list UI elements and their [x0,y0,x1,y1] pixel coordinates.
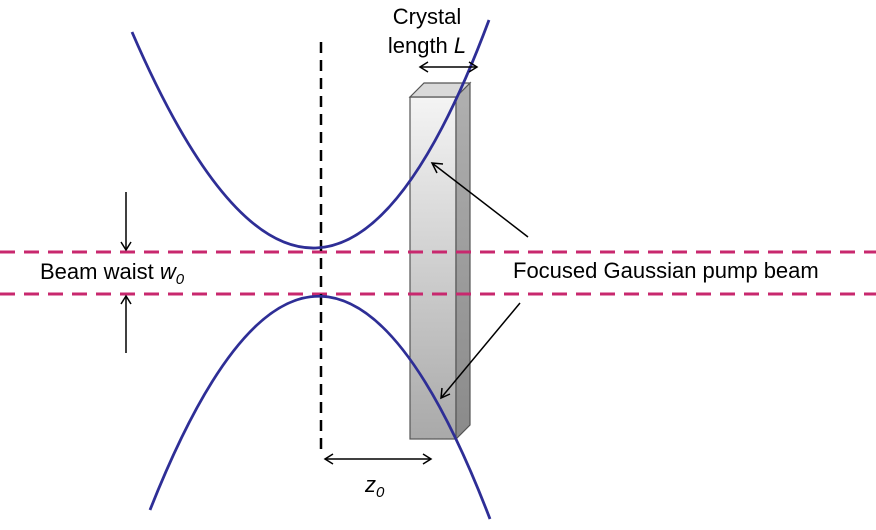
waist-bottom-arrow [120,294,132,353]
crystal-length-symbol: L [453,33,467,58]
z0-label: z0 [365,472,384,506]
focused-beam-label: Focused Gaussian pump beam [513,258,819,283]
crystal-top-face [408,82,472,98]
beam-curve-upper [130,19,491,250]
beam-waist-prefix: Beam waist [40,259,160,284]
pointer-arrow-upper [430,162,529,238]
z0-symbol: z [365,472,376,497]
crystal-side-face [455,81,471,441]
beam-waist-symbol: w [159,259,176,284]
crystal [408,81,472,441]
crystal-label-prefix: length [387,33,454,58]
crystal-front-face [409,96,457,440]
beam-waist-label: Beam waist w0 [40,259,184,293]
pointer-arrow-lower [440,302,521,400]
crystal-label-line2: length L [352,33,502,59]
beam-waist-subscript: 0 [175,271,185,288]
crystal-label-line1: Crystal [392,4,462,29]
beam-curve-lower [148,294,492,520]
z0-arrow [323,453,433,465]
crystal-length-arrow [418,61,479,73]
waist-top-arrow [120,192,132,252]
z0-subscript: 0 [376,484,385,501]
